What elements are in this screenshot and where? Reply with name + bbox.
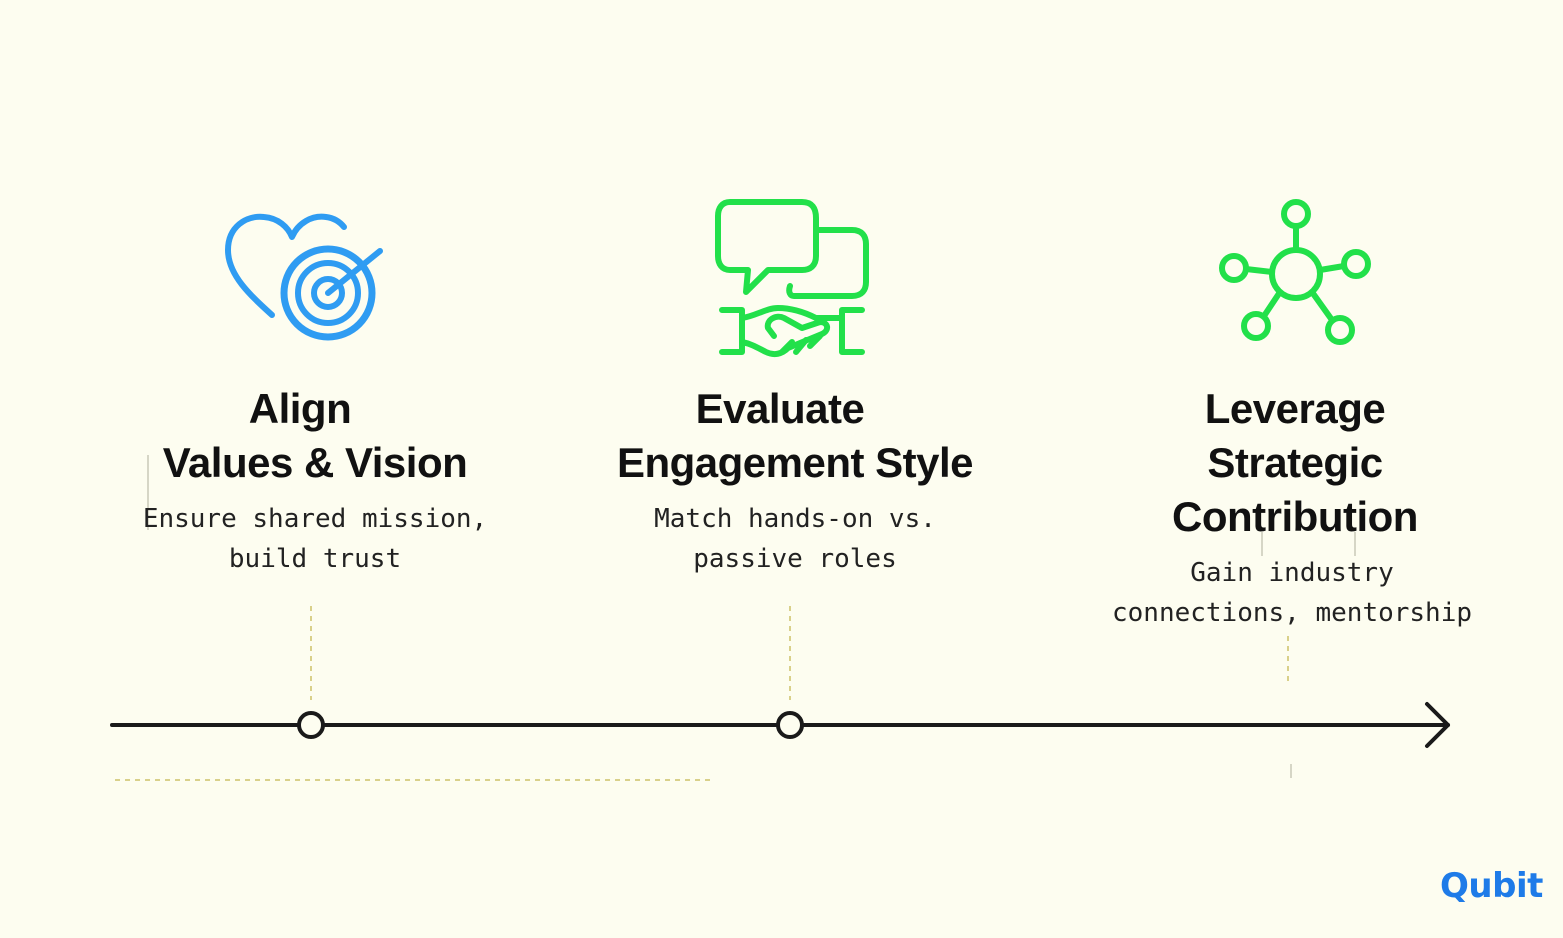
step-3-title: Leverage Strategic Contribution [1110,382,1480,544]
timeline-arrowhead [1425,702,1450,748]
step-3-title-line-1: Leverage [1204,385,1386,432]
step-1-desc-line-2: build trust [228,544,402,574]
step-3-desc-line-1: Gain industry [1190,558,1394,588]
step-2-description: Match hands-on vs. passive roles [600,499,990,579]
network-hub-icon [1219,199,1371,345]
step-2-title: Evaluate Engagement Style [580,382,1010,490]
step-3-description: Gain industry connections, mentorship [1092,553,1492,633]
step-1-title-line-2: Values & Vision [162,439,468,486]
step-2-title-line-1: Evaluate [695,385,865,432]
timeline-marker-1 [297,711,325,739]
step-1-desc-line-1: Ensure shared mission, [142,504,488,534]
timeline-marker-2 [776,711,804,739]
heart-target-icon [225,213,383,341]
step-2-desc-line-1: Match hands-on vs. [654,504,936,534]
step-3-desc-line-2: connections, mentorship [1111,598,1473,628]
step-3-title-line-2: Strategic [1207,439,1383,486]
qubit-logo: Qubit [1440,866,1543,906]
chat-handshake-icon [715,199,869,358]
step-2-title-line-2: Engagement Style [616,439,974,486]
step-2-desc-line-2: passive roles [693,544,897,574]
step-3-title-line-3: Contribution [1172,493,1418,540]
step-1-description: Ensure shared mission, build trust [115,499,515,579]
step-1-title: Align Values & Vision [140,382,490,490]
step-1-title-line-1: Align [248,385,352,432]
